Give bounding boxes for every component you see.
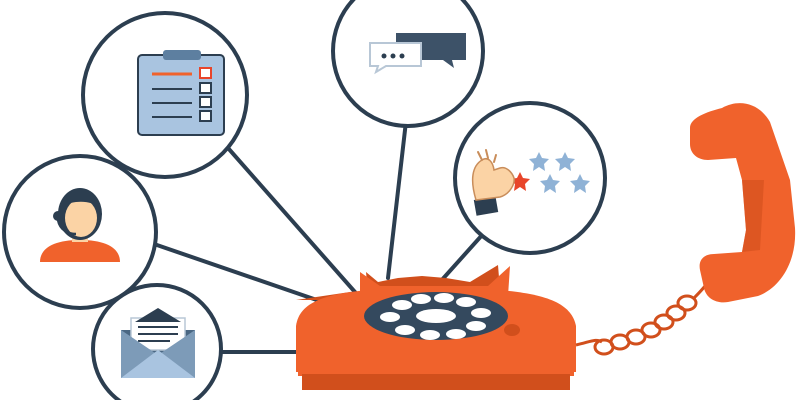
- envelope-bubble: [91, 283, 223, 400]
- chat-bubble: [331, 0, 485, 128]
- star-icon-selected: [510, 172, 530, 191]
- phone-handset: [690, 103, 796, 303]
- phone-cord: [575, 281, 710, 356]
- star-icon: [540, 174, 560, 193]
- connector-line-checklist: [226, 146, 364, 302]
- hand-icon: [471, 149, 515, 216]
- star-icon: [570, 174, 590, 193]
- agent-bubble: [2, 154, 158, 310]
- connector-line-agent: [152, 242, 342, 310]
- rotary-dial: [364, 292, 508, 340]
- support-agent-icon: [40, 188, 120, 262]
- envelope-icon: [121, 308, 195, 378]
- chat-icon: [369, 33, 466, 75]
- checklist-bubble: [81, 11, 249, 179]
- headset-icon: [53, 211, 63, 221]
- rotary-telephone: [296, 265, 576, 390]
- rating-bubble: [453, 101, 607, 255]
- star-icon: [529, 152, 549, 171]
- rating-stars-icon: [471, 149, 590, 216]
- connector-line-chat: [386, 102, 410, 280]
- star-icon: [555, 152, 575, 171]
- checklist-icon: [137, 50, 225, 136]
